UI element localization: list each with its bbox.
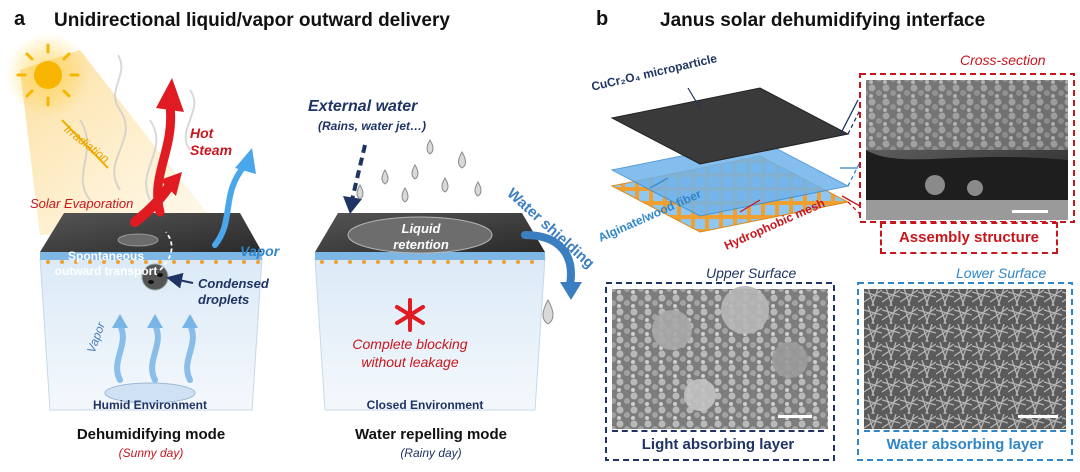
solar-evaporation-label: Solar Evaporation	[30, 196, 134, 211]
blocking-asterisk-icon	[395, 298, 425, 332]
scale-bar-upper	[778, 415, 812, 418]
assembly-structure-caption: Assembly structure	[880, 222, 1058, 254]
hot-steam-arrows	[130, 78, 184, 227]
hot-steam-line2: Steam	[190, 142, 233, 158]
spontaneous-line2: outward transport	[54, 264, 158, 278]
spontaneous-line1: Spontaneous	[67, 249, 144, 263]
mesh-dots-right	[320, 260, 534, 264]
mesh-pointer	[739, 199, 761, 213]
hot-steam-line1: Hot	[190, 125, 214, 141]
light-absorbing-caption: Light absorbing layer	[612, 430, 824, 458]
scale-bar-cross-section	[1012, 210, 1048, 213]
absorber-surface-left	[40, 213, 262, 252]
panel-a-letter: a	[14, 8, 26, 30]
liquid-retention-label: Liquid retention	[374, 221, 468, 253]
hot-steam-label: Hot Steam	[190, 125, 232, 159]
vapor-arrow-right	[212, 148, 256, 248]
external-water-sub-label: (Rains, water jet…)	[318, 119, 427, 133]
irradiation-arrow	[61, 119, 109, 169]
condensed-pointer	[166, 272, 194, 289]
dehumidifying-mode-label: Dehumidifying mode	[76, 426, 226, 443]
liquid-line1: Liquid	[401, 221, 441, 236]
water-repelling-mode-label: Water repelling mode	[355, 426, 507, 443]
spontaneous-transport-label: Spontaneous outward transport	[46, 249, 166, 279]
retained-water-drop	[347, 216, 493, 254]
complete-blocking-label: Complete blocking without leakage	[325, 335, 495, 371]
vapor-label-right: Vapor	[240, 243, 280, 259]
external-water-arrow	[350, 144, 367, 201]
lower-surface-label: Lower Surface	[956, 265, 1047, 281]
water-puddle	[104, 382, 196, 404]
microparticle-layer	[610, 87, 850, 165]
water-absorbing-caption: Water absorbing layer	[864, 430, 1066, 458]
surface-droplet	[117, 233, 159, 247]
external-water-label: External water	[308, 98, 418, 115]
panel-b-letter: b	[596, 8, 609, 30]
blocking-line2: without leakage	[361, 354, 459, 370]
condensed-line1: Condensed	[198, 276, 269, 291]
humid-environment-label: Humid Environment	[92, 398, 207, 412]
mesh-band-right	[315, 252, 545, 260]
vapor-arrows-inside	[114, 322, 196, 383]
fiber-pointer	[649, 177, 669, 189]
mesh-dots-left	[46, 260, 260, 264]
shed-droplet	[542, 298, 554, 325]
liquid-line2: retention	[393, 237, 449, 252]
water-shielding-arrow	[521, 231, 582, 300]
closed-environment-label: Closed Environment	[366, 398, 484, 412]
condensed-droplets-label: Condensed droplets	[198, 276, 269, 308]
panel-a-title: Unidirectional liquid/vapor outward deli…	[54, 10, 450, 31]
mesh-band-left	[40, 252, 262, 260]
condensed-line2: droplets	[198, 292, 250, 307]
transport-arrow	[159, 231, 173, 271]
rainy-day-label: (Rainy day)	[400, 446, 462, 460]
microparticle-pointer	[687, 87, 701, 109]
steam-wisps	[79, 54, 196, 201]
falling-droplets	[356, 139, 482, 203]
panel-b-title: Janus solar dehumidifying interface	[660, 10, 986, 31]
blocking-line1: Complete blocking	[352, 336, 468, 352]
cross-section-label: Cross-section	[960, 52, 1046, 68]
closed-box-right	[314, 257, 546, 411]
upper-surface-label: Upper Surface	[706, 265, 797, 281]
sunny-day-label: (Sunny day)	[118, 446, 184, 460]
sun-icon	[16, 43, 80, 107]
scale-bar-lower	[1018, 415, 1058, 418]
lower-surface-sem-image	[864, 289, 1066, 429]
vapor-arrowheads-inside	[112, 314, 198, 328]
cross-section-arrows	[839, 99, 861, 207]
cross-section-connectors	[847, 109, 861, 215]
